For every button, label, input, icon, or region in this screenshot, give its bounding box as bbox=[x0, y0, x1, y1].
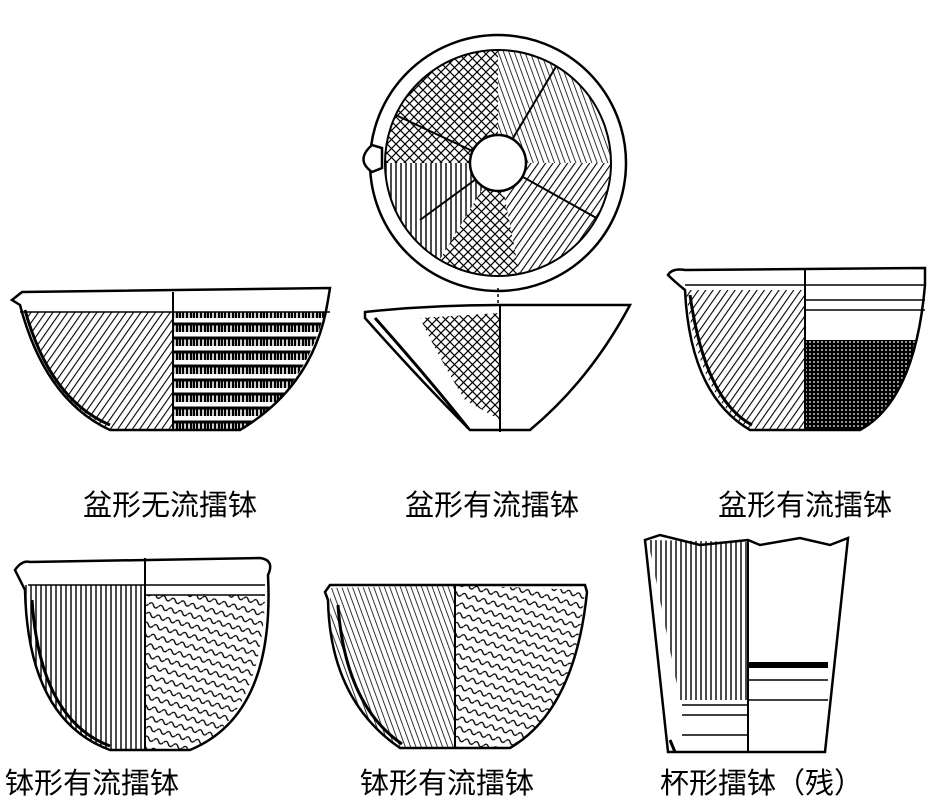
caption-bowl-spout-left: 钵形有流擂钵 bbox=[5, 766, 180, 800]
caption-bowl-spout-middle: 钵形有流擂钵 bbox=[360, 766, 535, 800]
bowl-mortar-spout-left bbox=[13, 556, 272, 752]
bowl-mortar-spout-middle bbox=[323, 583, 589, 750]
caption-basin-no-spout: 盆形无流擂钵 bbox=[83, 488, 258, 522]
spouted-mortar-plan-view bbox=[362, 33, 628, 305]
caption-cup-fragment: 杯形擂钵（残） bbox=[660, 766, 864, 800]
basin-mortar-spout-right bbox=[666, 266, 927, 432]
caption-basin-spout-middle: 盆形有流擂钵 bbox=[405, 488, 580, 522]
cup-mortar-fragment bbox=[643, 533, 850, 754]
caption-basin-spout-right: 盆形有流擂钵 bbox=[718, 488, 893, 522]
basin-mortar-no-spout bbox=[9, 286, 332, 432]
basin-mortar-spout-section bbox=[363, 303, 633, 432]
